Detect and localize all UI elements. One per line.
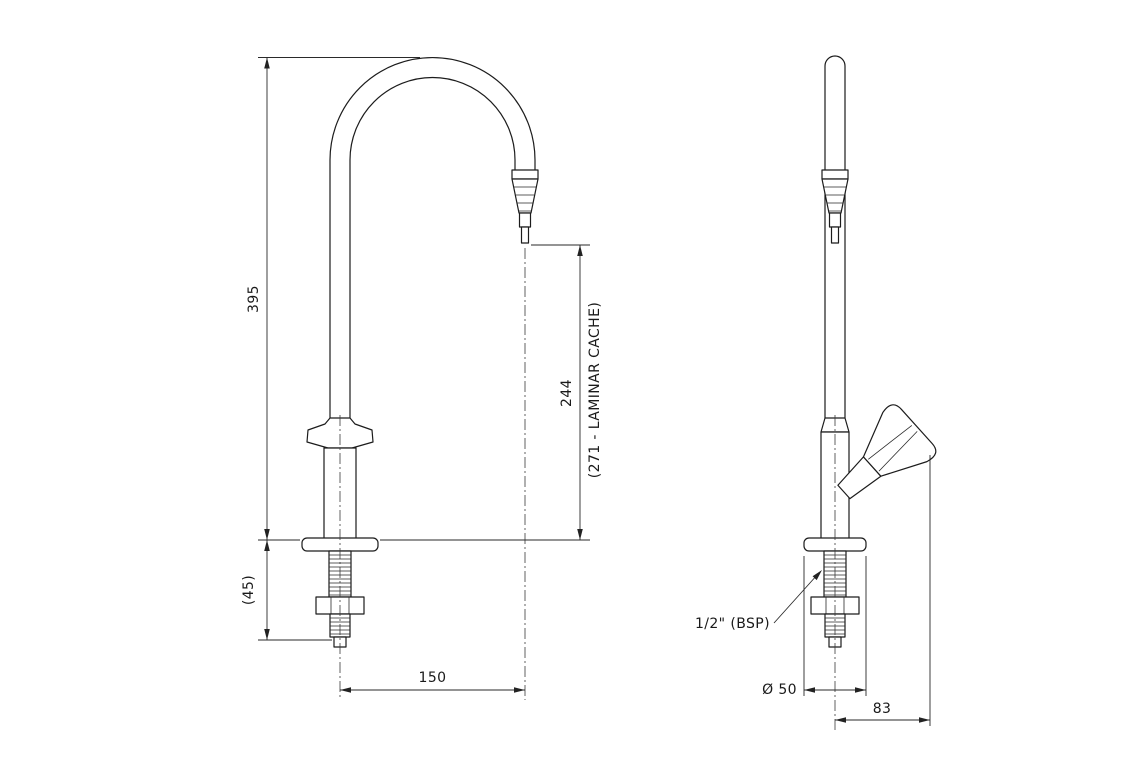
arrowhead bbox=[812, 570, 822, 581]
outlet-serrations-side bbox=[824, 186, 846, 212]
arrowhead bbox=[919, 717, 930, 723]
dim-laminar-label: (271 - LAMINAR CACHE) bbox=[587, 302, 603, 478]
arrowhead bbox=[804, 687, 815, 693]
nut-flats-front bbox=[330, 597, 350, 614]
dim-150-label: 150 bbox=[419, 670, 447, 686]
gooseneck-outer-arc bbox=[329, 56, 536, 161]
thread-callout-label: 1/2" (BSP) bbox=[695, 616, 770, 632]
arrowhead bbox=[264, 57, 270, 69]
spout-riser-fill bbox=[330, 160, 350, 418]
nut-flats-side bbox=[825, 597, 845, 614]
arrowhead bbox=[577, 245, 583, 256]
dim-45-label: (45) bbox=[241, 575, 257, 605]
handle-knob-facets bbox=[868, 425, 918, 472]
outlet-tip-front bbox=[520, 226, 530, 244]
dim-dia50-label: Ø 50 bbox=[762, 682, 797, 698]
outlet-collar-front bbox=[511, 169, 539, 180]
arrowhead bbox=[855, 687, 866, 693]
dim-395-label: 395 bbox=[246, 285, 262, 313]
outlet-tip-side bbox=[830, 226, 840, 244]
outlet-collar-side bbox=[821, 169, 849, 180]
thread-leader-line bbox=[773, 573, 819, 624]
dim-244-label: 244 bbox=[559, 379, 575, 407]
outlet-mid-front bbox=[518, 212, 532, 228]
arrowhead bbox=[264, 629, 270, 640]
spout-riser bbox=[329, 160, 351, 418]
outlet-mid-side bbox=[828, 212, 842, 228]
dimensions: 395 (45) 244 (271 - LAMINAR CACHE) 150 1… bbox=[241, 57, 931, 726]
ext-lines-flange bbox=[803, 556, 867, 696]
arrowhead bbox=[264, 529, 270, 540]
gooseneck-inner-arc bbox=[349, 76, 516, 161]
arrowhead bbox=[264, 540, 270, 551]
side-view bbox=[803, 55, 937, 648]
outlet-taper-front bbox=[511, 178, 539, 214]
arrowhead bbox=[835, 717, 846, 723]
arrowhead bbox=[514, 687, 525, 693]
dim-83-label: 83 bbox=[873, 701, 892, 717]
front-view bbox=[301, 56, 539, 648]
arrowhead bbox=[577, 529, 583, 540]
outlet-serrations-front bbox=[514, 186, 536, 212]
arrowhead bbox=[340, 687, 351, 693]
